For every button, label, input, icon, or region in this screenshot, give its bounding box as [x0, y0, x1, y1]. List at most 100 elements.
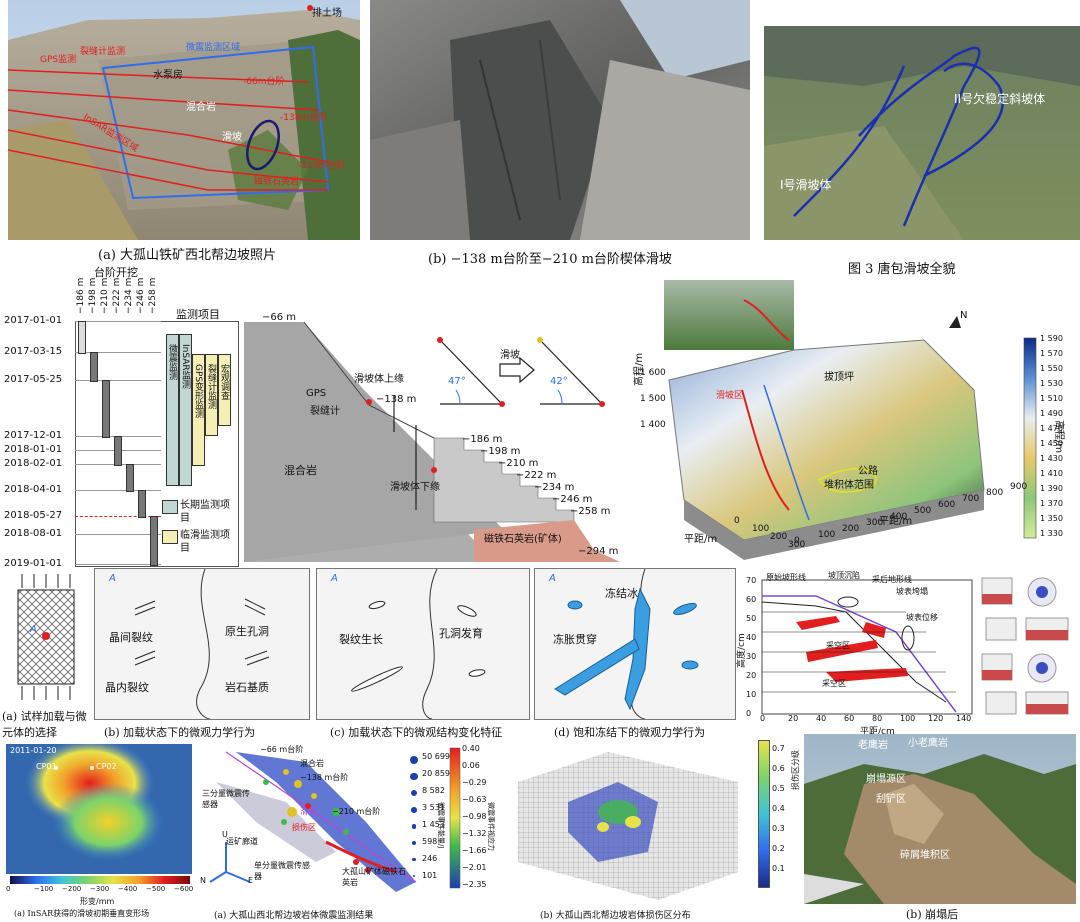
ms-energy-label: 1 453	[422, 820, 445, 829]
cross-section-svg	[244, 310, 620, 562]
terrain-xtick2: 300	[788, 540, 806, 550]
ms-cbar-tick: −0.29	[462, 778, 487, 787]
caption-photo-c: 图 3 唐包滑坡全貌	[848, 262, 956, 277]
insar-tick: −300	[90, 885, 110, 893]
model-ytick: 60	[746, 595, 757, 604]
timeline-chart: 台阶开挖 −186 m−198 m−210 m−222 m−234 m−246 …	[0, 264, 242, 569]
monitor-item-label: 裂缝计监测	[206, 364, 216, 409]
micro-b-label: 晶间裂纹	[109, 631, 153, 644]
ms-b138: −138 m台阶	[300, 773, 349, 782]
monitor-item-bar	[218, 354, 231, 426]
photo-a-image	[8, 0, 360, 240]
model-xlabel: 平距/cm	[860, 727, 895, 737]
terrain-cbar-tick: 1 570	[1040, 349, 1063, 358]
damage-tick: 0.3	[772, 824, 785, 833]
model-ytick: 70	[746, 576, 757, 585]
model-xtick: 80	[872, 714, 883, 723]
micro-a-label: A	[30, 624, 37, 635]
ms-slope: 滑坡	[300, 807, 316, 816]
ms-cbar-tick: 0.06	[462, 761, 480, 770]
label-landslide: 滑坡	[222, 132, 242, 143]
micro-c-tag: A	[331, 573, 338, 584]
angle-diagram-svg	[437, 337, 605, 407]
timeline-date: 2017-01-01	[4, 315, 63, 326]
insar-tick: −600	[174, 885, 194, 893]
section-ore: 磁铁石英岩(矿体)	[484, 534, 562, 545]
section-upper-edge: 滑坡体上缘	[354, 374, 404, 385]
model-label: 原始坡形线	[766, 573, 806, 582]
legend-temp-label: 临滑监测项目	[180, 530, 230, 554]
terrain-ytick: 1 600	[640, 368, 666, 378]
terrain-cbar-tick: 1 430	[1040, 454, 1063, 463]
terrain-cbar-tick: 1 370	[1040, 499, 1063, 508]
terrain-xtick2: 200	[770, 532, 788, 542]
timeline-date: 2017-05-25	[4, 374, 63, 385]
excavation-bar	[138, 490, 146, 518]
photo-c: I号滑坡体 II号欠稳定斜坡体	[764, 26, 1080, 240]
terrain-xtick: 300	[866, 518, 884, 528]
ms-energy-label: 598	[422, 837, 438, 846]
micro-panel-c: A 裂纹生长孔洞发育	[316, 568, 530, 720]
model-label: 坡顶沉陷	[828, 571, 860, 580]
microseismic-svg	[196, 742, 498, 906]
terrain-ytick: 1 400	[640, 420, 666, 430]
timeline-gridline	[75, 534, 161, 535]
insar-tick: −200	[62, 885, 82, 893]
bench-label: −198 m	[88, 277, 98, 314]
terrain-cbar-tick: 1 390	[1040, 484, 1063, 493]
terrain-slide-area: 滑坡区	[716, 391, 744, 401]
terrain-xtick: 100	[818, 530, 836, 540]
ms-energy-label: 101	[422, 871, 438, 880]
label-dump: 排土场	[312, 8, 342, 19]
terrain-svg	[664, 280, 1037, 560]
terrain-north: N	[960, 310, 968, 321]
model-xtick: 120	[928, 714, 944, 723]
bench-label: −186 m	[76, 277, 86, 314]
section-bench-label: −186 m	[462, 434, 503, 445]
timeline-gridline	[75, 352, 161, 353]
label-micro-area: 微震监测区域	[186, 43, 241, 53]
bench-label: −210 m	[100, 277, 110, 314]
ms-energy-label: 50 699	[422, 752, 450, 761]
photo-b-image	[370, 0, 750, 240]
ms-b210: −210 m台阶	[332, 807, 381, 816]
photo-c-image	[764, 26, 1080, 240]
microseismic-3d: −66 m台阶 混合岩 −138 m台阶 滑坡 −210 m台阶 损伤区 三分量…	[196, 742, 498, 906]
section-crack: 裂缝计	[310, 406, 340, 417]
model-ytick: 20	[746, 671, 757, 680]
ms-cbar-label2: 微震事件视应力	[487, 802, 495, 851]
section-b138: −138 m	[376, 394, 417, 405]
model-ytick: 40	[746, 633, 757, 642]
terrain-cbar-tick: 1 450	[1040, 439, 1063, 448]
ms-cbar-tick: −1.66	[462, 846, 487, 855]
cross-section: −66 m GPS 裂缝计 滑坡体上缘 −138 m 混合岩 滑坡体下缘 −18…	[244, 310, 620, 562]
insar-tick: −500	[146, 885, 166, 893]
ms-b66: −66 m台阶	[260, 745, 304, 754]
micro-panel-d: A 冻结冰冻胀贯穿	[534, 568, 736, 720]
label-bench-66: -66m台阶	[243, 77, 285, 87]
damage-tick: 0.2	[772, 844, 785, 853]
terrain-xaxis: 平距/m	[879, 516, 913, 527]
label-pump-house: 水泵房	[153, 70, 183, 81]
section-bench-label: −246 m	[552, 494, 593, 505]
terrain-road: 公路	[858, 466, 878, 477]
damage-tick: 0.4	[772, 804, 785, 813]
section-bench-label: −198 m	[480, 446, 521, 457]
terrain-cbar-tick: 1 590	[1040, 334, 1063, 343]
damage-tick: 0.1	[772, 864, 785, 873]
insar-cp02: CP02	[96, 762, 117, 771]
timeline-gridline	[75, 321, 161, 322]
terrain-cbar-tick: 1 490	[1040, 409, 1063, 418]
insar-unit: 形变/mm	[80, 897, 115, 906]
model-label: 采空区	[822, 679, 846, 688]
micro-b-tag: A	[109, 573, 116, 584]
timeline-date: 2017-12-01	[4, 430, 63, 441]
specimen-svg	[17, 574, 75, 700]
timeline-gridline	[75, 490, 161, 491]
micro-c-svg	[351, 568, 486, 720]
caption-microseismic: (a) 大孤山西北帮边坡岩体微震监测结果	[214, 911, 374, 921]
monitor-item-label: InSAR监测	[180, 344, 190, 389]
ms-energy-label: 3 531	[422, 803, 445, 812]
excavation-bar	[114, 436, 122, 466]
section-bench-label: −210 m	[498, 458, 539, 469]
